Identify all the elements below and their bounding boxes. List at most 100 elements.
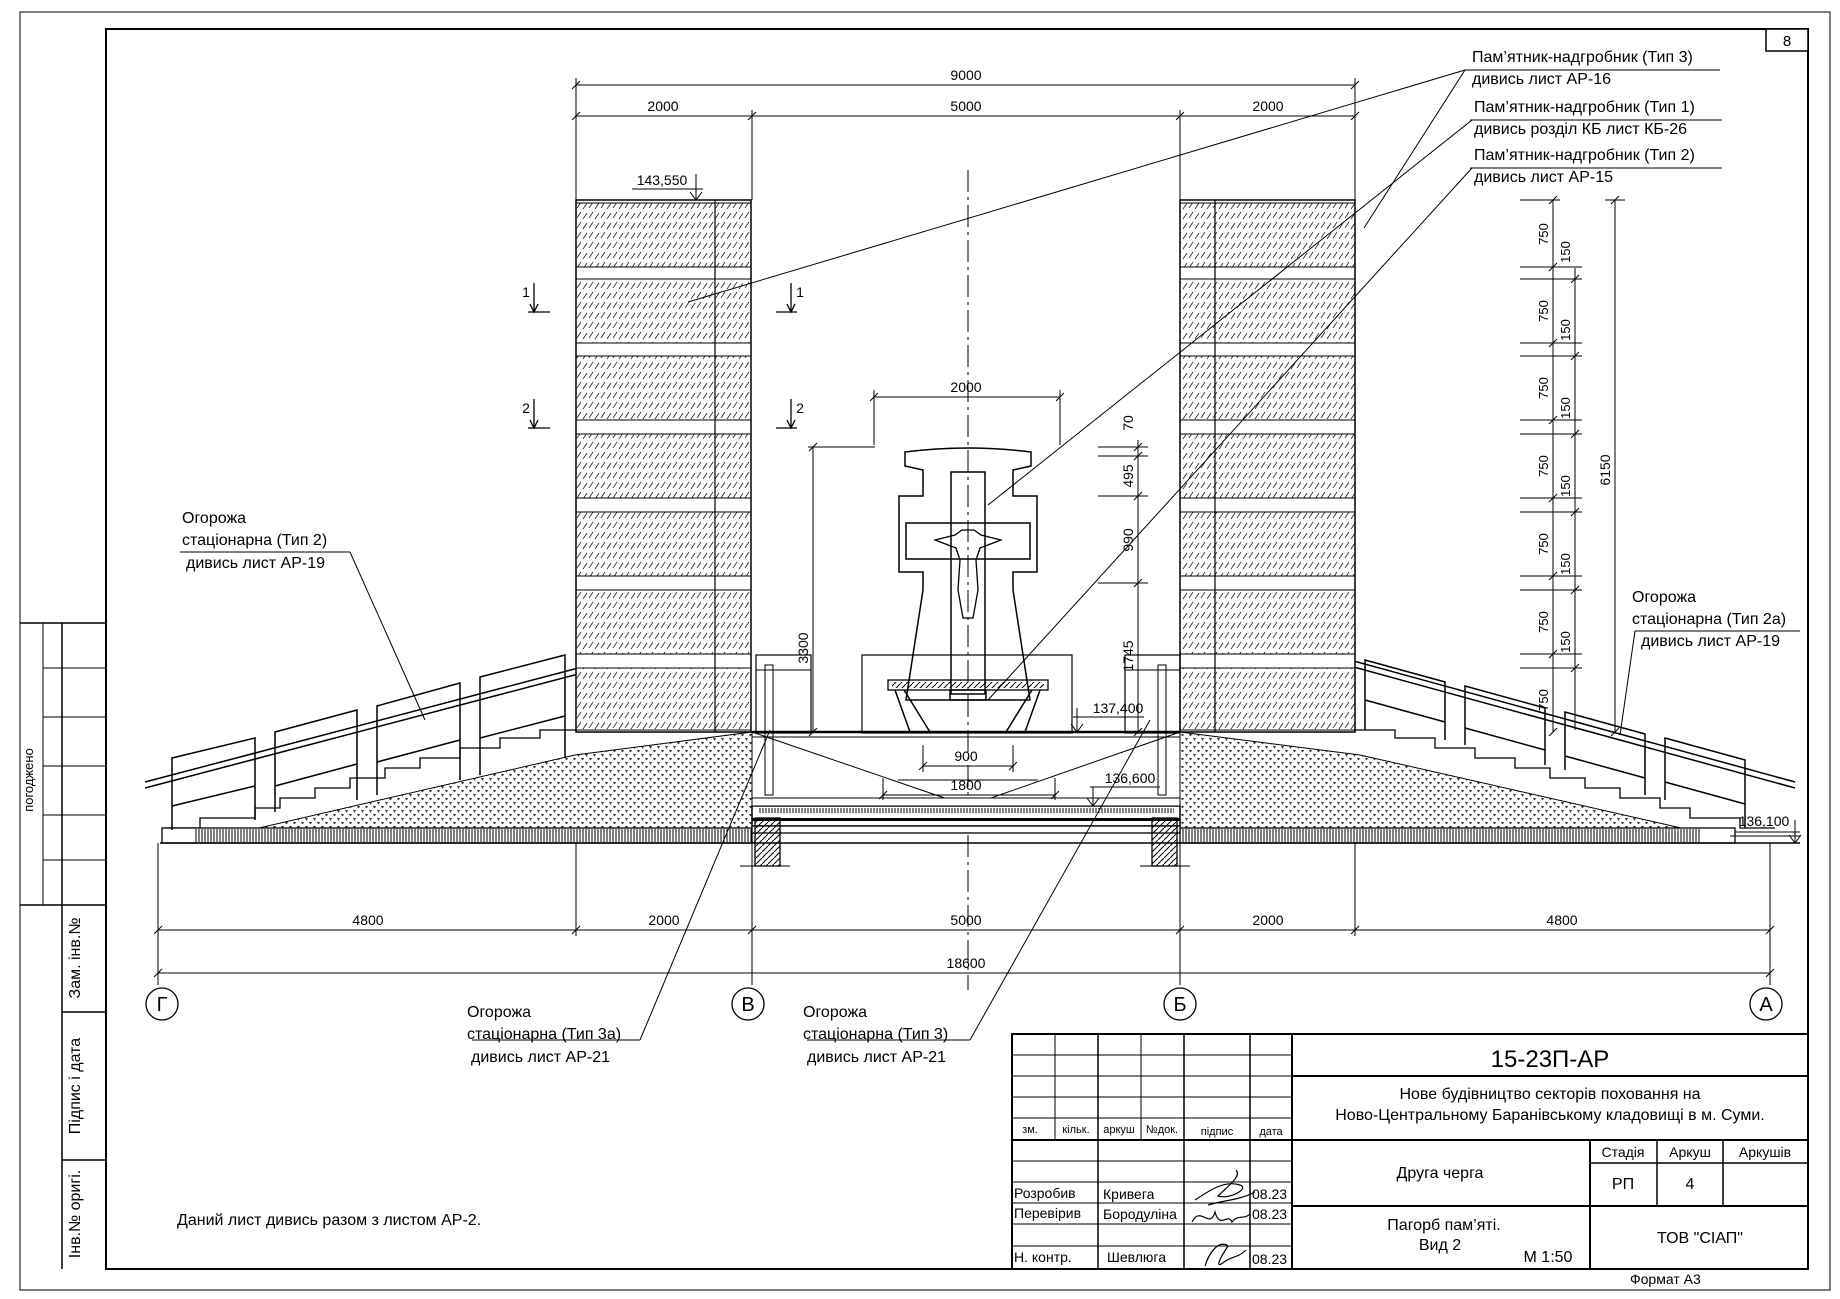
title-sheets-label: Аркушів [1739, 1144, 1791, 1160]
dim-bottom [153, 843, 1775, 985]
row-role-3: Н. контр. [1014, 1249, 1072, 1265]
col-pidpys: підпис [1201, 1126, 1234, 1138]
dim-900-value: 900 [954, 748, 978, 764]
mound-left [249, 731, 753, 831]
col-kilk: кільк. [1062, 1124, 1089, 1136]
dim-bottom-mid: 5000 [950, 912, 981, 928]
callout-fence3a-l2: стаціонарна (Тип 3а) [467, 1026, 621, 1043]
title-sheet-value: 4 [1686, 1176, 1695, 1193]
title-phase: Друга черга [1397, 1165, 1484, 1182]
dim-cross-width [869, 390, 1065, 445]
dim-cross-width-value: 2000 [950, 379, 981, 395]
elevation-platform [1070, 708, 1144, 733]
dim-top-mid: 5000 [950, 98, 981, 114]
dim-750-2: 750 [1536, 300, 1551, 322]
inv-replace-label: Зам. інв.№ [67, 918, 84, 999]
svg-text:Г: Г [157, 994, 168, 1016]
dim-top-total: 9000 [950, 67, 981, 83]
pillar-right [1179, 199, 1356, 733]
dim-495-value: 495 [1120, 464, 1136, 488]
row-role-2: Перевірив [1014, 1205, 1081, 1221]
dim-top-right: 2000 [1252, 98, 1283, 114]
callout-fence3a-l1: Огорожа [467, 1004, 531, 1021]
row-name-1: Кривега [1103, 1186, 1155, 1202]
approved-label: погоджено [21, 748, 36, 812]
dim-150-5: 150 [1558, 553, 1573, 575]
title-stage-value: РП [1612, 1176, 1634, 1193]
section-2-right: 2 [796, 400, 804, 416]
dim-150-1: 150 [1558, 241, 1573, 263]
dim-990-value: 990 [1120, 528, 1136, 552]
row-date-3: 08.23 [1252, 1251, 1287, 1267]
section-2-left: 2 [522, 400, 530, 416]
signature-2 [1191, 1209, 1251, 1224]
section-2-marks [528, 399, 797, 430]
callout-type3-title: Пам’ятник-надгробник (Тип 3) [1472, 49, 1693, 66]
dim-150-4: 150 [1558, 475, 1573, 497]
title-code: 15-23П-АР [1491, 1046, 1610, 1073]
col-ndok: №док. [1146, 1124, 1178, 1136]
elevation-top-value: 143,550 [637, 172, 688, 188]
callout-fence3-l1: Огорожа [803, 1004, 867, 1021]
col-zm: зм. [1022, 1124, 1038, 1136]
row-name-2: Бородуліна [1103, 1206, 1177, 1222]
dim-top-left: 2000 [647, 98, 678, 114]
cross-monument [887, 447, 1049, 733]
title-sheet-label: Аркуш [1669, 1144, 1711, 1160]
row-date-2: 08.23 [1252, 1206, 1287, 1222]
axis-g: Г [145, 987, 179, 1021]
row-name-3: Шевлюга [1107, 1249, 1166, 1265]
callout-fence2a-ref: дивись лист АР-19 [1641, 633, 1780, 650]
title-sheet-title-2: Вид 2 [1419, 1237, 1461, 1254]
col-data: дата [1259, 1126, 1283, 1138]
central-platform [740, 654, 1190, 867]
dim-150-3: 150 [1558, 397, 1573, 419]
svg-text:А: А [1759, 994, 1773, 1016]
elevation-ground-value: 136,100 [1739, 813, 1790, 829]
railing-right [1349, 659, 1796, 828]
dim-70-value: 70 [1120, 415, 1136, 431]
dim-150-2: 150 [1558, 319, 1573, 341]
outer-frame [19, 11, 1831, 1291]
sign-date-label: Підпис і дата [67, 1038, 84, 1134]
dim-750-5: 750 [1536, 533, 1551, 555]
pillar-left [575, 199, 752, 733]
dim-150-6: 150 [1558, 631, 1573, 653]
callout-type2-title: Пам’ятник-надгробник (Тип 2) [1474, 147, 1695, 164]
callout-fence3-l2: стаціонарна (Тип 3) [803, 1026, 948, 1043]
callout-fence2-ref: дивись лист АР-19 [186, 555, 325, 572]
dim-3300-value: 3300 [795, 632, 811, 663]
title-project-line2: Ново-Центральному Баранівському кладовищ… [1335, 1107, 1765, 1124]
title-block [1011, 1033, 1809, 1270]
signature-3 [1204, 1243, 1247, 1267]
title-sheet-title-1: Пагорб пам’яті. [1387, 1217, 1500, 1234]
dim-750-3: 750 [1536, 377, 1551, 399]
dim-right-stack [1520, 195, 1625, 737]
callout-fence3a-ref: дивись лист АР-21 [471, 1049, 610, 1066]
row-date-1: 08.23 [1252, 1186, 1287, 1202]
callout-fence3-ref: дивись лист АР-21 [807, 1049, 946, 1066]
dim-750-6: 750 [1536, 611, 1551, 633]
left-approval-strip: погоджено Зам. інв.№ Підпис і дата Інв.№… [20, 622, 106, 1269]
title-stage-label: Стадія [1601, 1144, 1644, 1160]
row-role-1: Розробив [1014, 1185, 1076, 1201]
dim-1745-value: 1745 [1120, 640, 1136, 671]
dim-bottom-2000-right: 2000 [1252, 912, 1283, 928]
dim-bottom-total: 18600 [947, 955, 986, 971]
dim-750-4: 750 [1536, 455, 1551, 477]
elevation-ground [1735, 820, 1802, 844]
axis-a: А [1749, 987, 1783, 1021]
leader-lines [180, 69, 1800, 1041]
title-scale: М 1:50 [1524, 1249, 1573, 1266]
format-label: Формат А3 [1630, 1271, 1701, 1287]
callout-fence2a-l2: стаціонарна (Тип 2а) [1632, 611, 1786, 628]
section-1-left: 1 [522, 284, 530, 300]
signature-1 [1194, 1169, 1256, 1206]
dim-750-1: 750 [1536, 223, 1551, 245]
elevation-platform-value: 137,400 [1093, 700, 1144, 716]
dim-bottom-2000-left: 2000 [648, 912, 679, 928]
axis-v: В [731, 987, 765, 1021]
elevation-step-value: 136,600 [1105, 770, 1156, 786]
section-1-right: 1 [796, 284, 804, 300]
